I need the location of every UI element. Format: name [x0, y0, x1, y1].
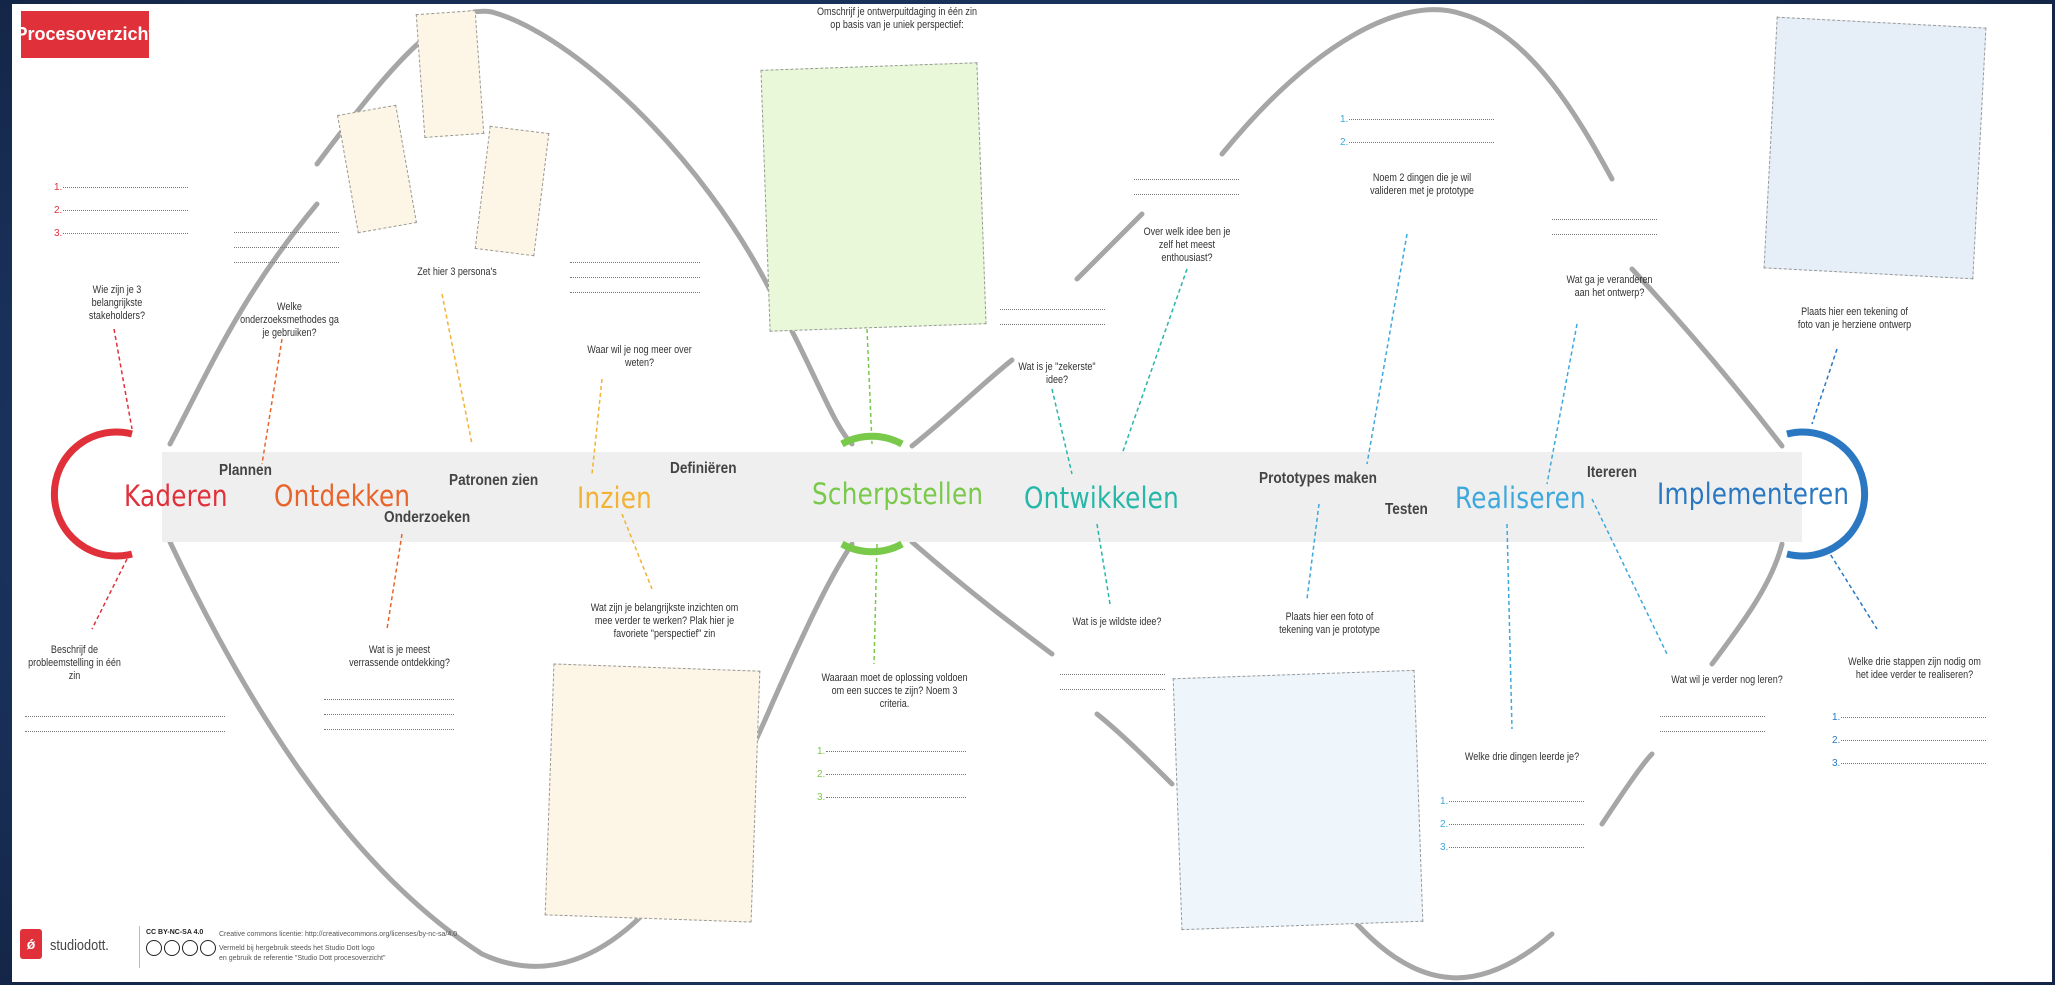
drie-stappen-line-1[interactable]: [1841, 717, 1986, 718]
studiodott-logo-text: studiodott.: [50, 937, 109, 954]
wave-ontw-up: [1074, 211, 1145, 282]
license-badge-text: CC BY-NC-SA 4.0: [146, 929, 204, 936]
zekerste-idee-lines[interactable]: [1000, 309, 1105, 339]
phase-implementeren: Implementeren: [1657, 477, 1850, 511]
kaderen-circle-arc: [50, 428, 133, 560]
question-veranderen: Wat ga je veranderen aan het ontwerp?: [1566, 274, 1653, 299]
question-valideren: Noem 2 dingen die je wil valideren met j…: [1370, 172, 1474, 197]
question-drie-stappen: Welke drie stappen zijn nodig om het ide…: [1848, 656, 1981, 681]
phase-ontwikkelen: Ontwikkelen: [1024, 481, 1179, 515]
enthousiast-lines[interactable]: [1134, 179, 1239, 209]
wave-bottom-left: [167, 539, 855, 969]
question-enthousiast: Over welk idee ben je zelf het meest ent…: [1143, 226, 1231, 264]
activity-patronen-zien: Patronen zien: [449, 472, 539, 489]
question-inzichten: Wat zijn je belangrijkste inzichten om m…: [590, 602, 739, 640]
verder-leren-lines[interactable]: [1660, 716, 1765, 746]
valideren-line-1[interactable]: [1349, 119, 1494, 120]
activity-itereren: Itereren: [1587, 464, 1637, 481]
criteria-line-2[interactable]: [826, 774, 966, 775]
question-verrassend: Wat is je meest verrassende ontdekking?: [349, 644, 450, 669]
stakeholders-list: 1. 2. 3.: [54, 182, 188, 239]
wave-impl-up: [1629, 266, 1785, 449]
wave-top-right: [1219, 7, 1615, 182]
page-title: Procesoverzicht: [15, 11, 155, 58]
wave-bottom-right: [1354, 921, 1555, 981]
valideren-line-2[interactable]: [1349, 142, 1494, 143]
criteria-line-3[interactable]: [826, 797, 966, 798]
question-wildste-idee: Wat is je wildste idee?: [1072, 616, 1162, 628]
scherpstellen-circle-arc-bottom: [840, 540, 904, 556]
question-zekerste-idee: Wat is je "zekerste" idee?: [1018, 361, 1096, 386]
question-ontwerpuitdaging: Omschrijf je ontwerpuitdaging in één zin…: [817, 6, 977, 31]
license-line-2: Vermeld bij hergebruik steeds het Studio…: [219, 945, 375, 952]
meer-weten-lines[interactable]: [570, 262, 700, 307]
criteria-list: 1. 2. 3.: [817, 746, 966, 803]
phase-kaderen: Kaderen: [124, 479, 228, 513]
poster-canvas: Procesoverzicht Kaderen Ontdekken Inzien…: [12, 4, 2052, 982]
wave-kaderen-up: [167, 201, 320, 447]
process-timeline-band: [162, 452, 1802, 542]
question-stakeholders: Wie zijn je 3 belangrijkste stakeholders…: [88, 284, 146, 322]
persona-card-1[interactable]: [415, 10, 485, 138]
activity-prototypes-maken: Prototypes maken: [1259, 470, 1377, 487]
wave-real-down: [1599, 751, 1655, 827]
onderzoeksmethodes-lines[interactable]: [234, 232, 339, 277]
drie-dingen-list: 1. 2. 3.: [1440, 796, 1584, 853]
wave-ontw-down: [1094, 711, 1175, 787]
studiodott-logo-icon: ǿ: [20, 929, 42, 959]
question-onderzoeksmethodes: Welke onderzoeksmethodes ga je gebruiken…: [240, 301, 339, 339]
stakeholder-line-1[interactable]: [63, 187, 188, 188]
drie-dingen-line-1[interactable]: [1449, 801, 1584, 802]
insights-box[interactable]: [544, 663, 761, 923]
probleemstelling-lines[interactable]: [25, 716, 225, 746]
question-foto-prototype: Plaats hier een foto of tekening van je …: [1279, 611, 1380, 636]
license-line-1: Creative commons licentie: http://creati…: [219, 931, 458, 938]
connector-lines: [91, 233, 1878, 730]
cc-license-icons: [146, 940, 216, 956]
stakeholder-line-3[interactable]: [63, 233, 188, 234]
drie-dingen-line-3[interactable]: [1449, 847, 1584, 848]
revised-design-box[interactable]: [1763, 16, 1987, 280]
implementeren-circle-arc: [1786, 428, 1869, 560]
drie-stappen-line-2[interactable]: [1841, 740, 1986, 741]
question-personas: Zet hier 3 persona's: [417, 266, 497, 278]
question-criteria: Waaraan moet de oplossing voldoen om een…: [821, 672, 968, 710]
activity-definieren: Definiëren: [670, 460, 737, 477]
stakeholder-line-2[interactable]: [63, 210, 188, 211]
phase-scherpstellen: Scherpstellen: [812, 477, 984, 511]
phase-inzien: Inzien: [577, 481, 652, 515]
drie-dingen-line-2[interactable]: [1449, 824, 1584, 825]
cc-icon: [146, 940, 162, 956]
license-line-3: en gebruik de referentie "Studio Dott pr…: [219, 955, 386, 962]
phase-ontdekken: Ontdekken: [274, 479, 411, 513]
wildste-idee-lines[interactable]: [1060, 674, 1165, 704]
question-probleemstelling: Beschrijf de probleemstelling in één zin: [28, 644, 121, 682]
question-verder-leren: Wat wil je verder nog leren?: [1671, 674, 1783, 686]
veranderen-lines[interactable]: [1552, 219, 1657, 249]
sa-icon: [200, 940, 216, 956]
valideren-list: 1. 2.: [1340, 114, 1494, 148]
question-drie-dingen: Welke drie dingen leerde je?: [1464, 751, 1580, 763]
question-tekening-herzien: Plaats hier een tekening of foto van je …: [1797, 306, 1912, 331]
design-challenge-box[interactable]: [760, 62, 987, 332]
footer-divider: [139, 926, 140, 968]
drie-stappen-list: 1. 2. 3.: [1832, 712, 1986, 769]
verrassend-lines[interactable]: [324, 699, 454, 744]
prototype-photo-box[interactable]: [1172, 669, 1424, 931]
wave-scherp-up: [909, 357, 1015, 449]
activity-onderzoeken: Onderzoeken: [384, 509, 471, 526]
nc-icon: [182, 940, 198, 956]
question-meer-weten: Waar wil je nog meer over weten?: [587, 344, 692, 369]
criteria-line-1[interactable]: [826, 751, 966, 752]
drie-stappen-line-3[interactable]: [1841, 763, 1986, 764]
activity-testen: Testen: [1385, 501, 1428, 518]
activity-plannen: Plannen: [219, 462, 272, 479]
by-icon: [164, 940, 180, 956]
wave-scherp-down: [909, 539, 1055, 657]
wave-impl-down: [1709, 541, 1785, 667]
phase-realiseren: Realiseren: [1455, 481, 1586, 515]
